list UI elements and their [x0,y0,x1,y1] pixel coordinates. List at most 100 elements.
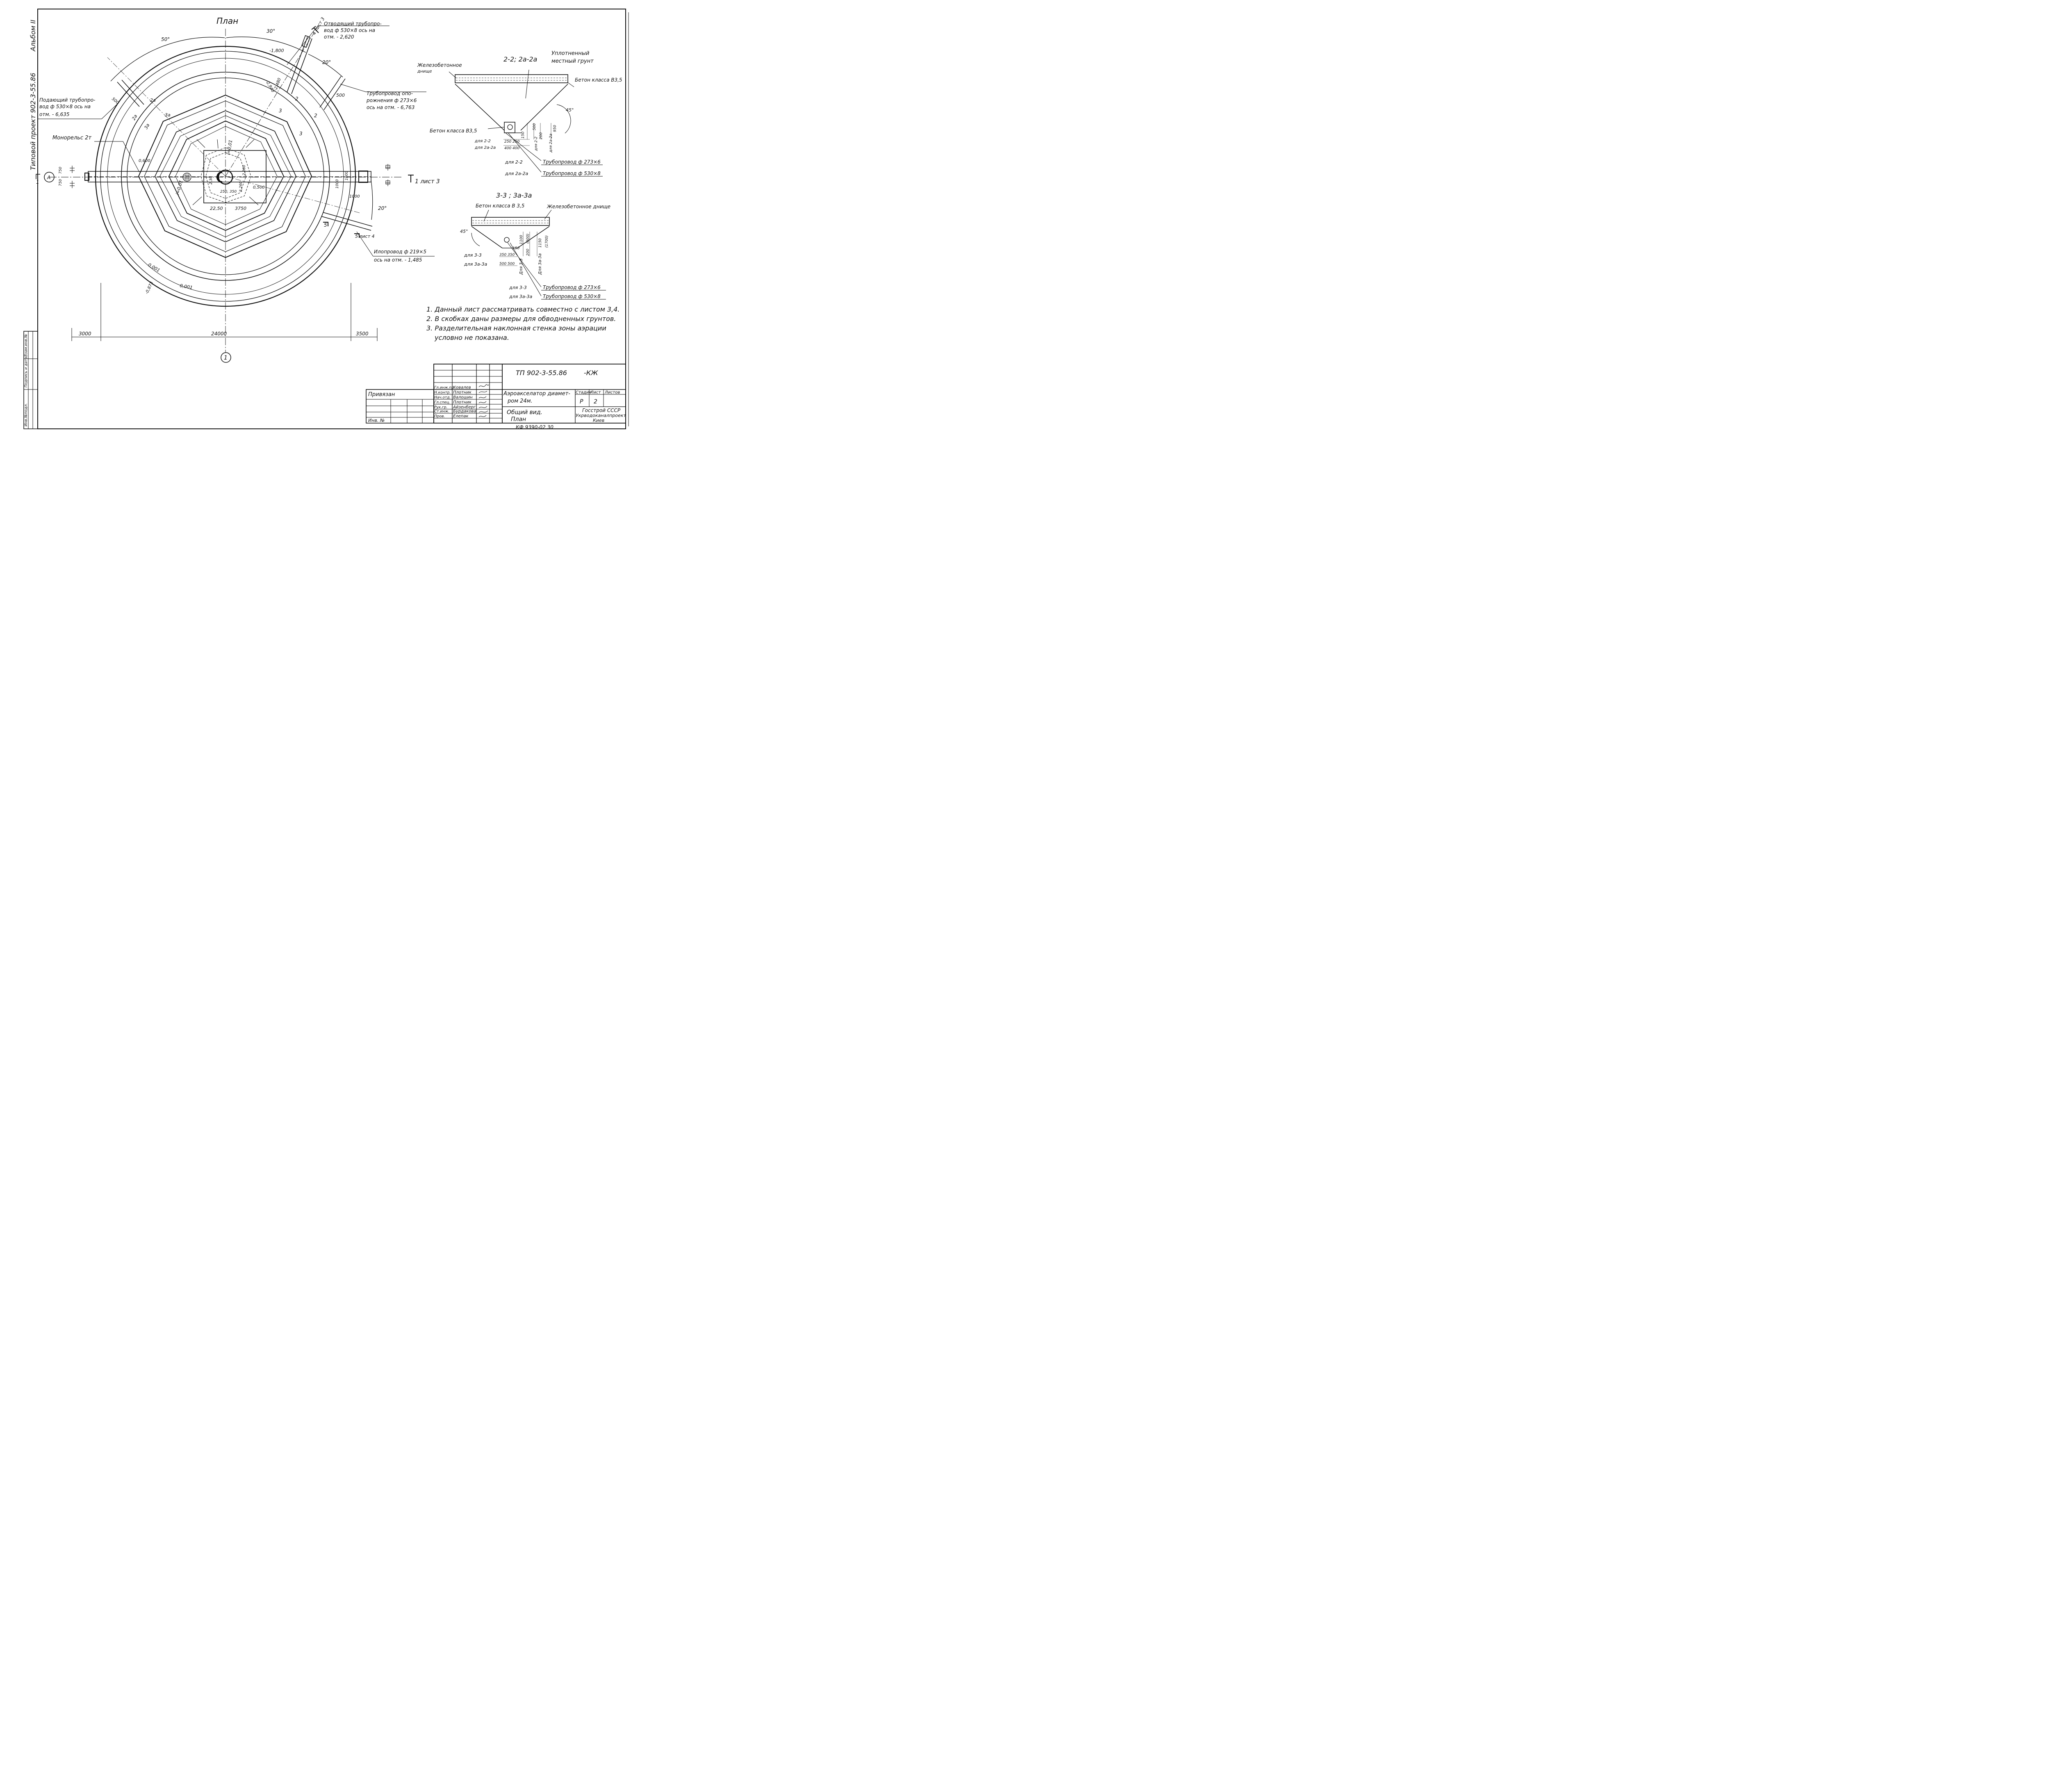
tb-name-3: Плотник [453,400,472,405]
tb-suffix: -КЖ [584,369,598,377]
section-2-dim-left-2a: для 2а-2а [549,134,553,153]
sect-2a-b: 2а [131,114,138,121]
section-3-title: 3-3 ; 3а-3а [496,191,532,199]
dim-1000: 1000 [349,194,360,199]
tb-role-4: Рук.гр. [434,405,447,410]
sect-2: 2 [295,96,298,102]
dim-2260: 2,260 [239,181,243,192]
sludge-pipe [321,212,373,231]
section-3-view [471,209,606,300]
note-1: 1. Данный лист рассматривать совместно с… [426,305,620,313]
section-3-concrete: Бетон класса В 3,5 [476,203,524,209]
sect-3-b: 3 [299,131,303,137]
section-2-for-22: для 2-2 [474,139,491,143]
dim-2250-b: 22,50 [210,206,223,211]
tb-col-stage: Стадия [576,390,591,395]
section-2-for-2a: для 2а-2а [474,146,496,150]
section-2-slab-1: Железобетонное [417,62,462,68]
slope-rim-1: 0,001 [147,262,161,273]
dim-3750-b: 3750 [235,206,246,211]
pipe-drain-line-3: ось на отм. - 6,763 [367,105,415,110]
tb-org-2: Укрводоканалпроект [576,413,626,418]
title-block [366,364,626,424]
plan-view [36,25,435,363]
pipe-in-line-1: Подающий трубопро- [39,97,95,103]
sect-3a: 3а [165,112,171,118]
section-3-slab: Железобетонное днище [547,204,610,209]
section-3-pipe-33: Трубопровод ф 273×6 [543,285,601,290]
section-2-concrete-right: Бетон класса В3,5 [575,77,622,83]
dim-250-350: 250, 350 [220,190,237,194]
section-3-dims-33: 350 350 [499,253,515,257]
section-2-angle: 45° [566,107,574,113]
inlet-pipe [117,80,144,107]
elev-2940: -2,940 [264,80,275,93]
slope-1: i=0,01 [226,139,233,155]
section-3-dim-150: 150 [512,246,519,250]
section-2-dim-150: 150 [521,132,525,139]
section-2-view [449,69,603,177]
margin-sign-date: Подпись и дата [24,357,28,387]
tb-col-sheet: Лист [590,390,601,395]
pipe-out-line-2: вод ф 530×8 ось на [324,27,375,33]
album-label: Альбом II [29,20,37,52]
dim-1000-b: 1000 [345,171,349,180]
margin-vzam-inv: Взам.инв.№ [24,334,28,357]
dim-0500: 0,500 [253,185,265,190]
pipe-sludge-line-1: Илопровод ф 219×5 [374,249,426,255]
tb-privyazan: Привязан [368,392,395,398]
tb-role-2: Нач.отд. [434,396,451,400]
section-2-pipe-2a: Трубопровод ф 530×8 [543,171,601,176]
tb-org-1: Госстрой СССР [582,408,621,413]
drawing-sheet: Инв.№подл. Подпись и дата Взам.инв.№ Аль… [0,0,643,437]
section-2-dim-200: 200 [539,132,543,139]
dim-500-left: 500 [111,97,120,105]
section-3-pipe-for-3a: для 3а-3а [509,294,532,299]
sect-3: 3 [279,108,282,114]
section-2-soil-2: местный грунт [551,58,594,64]
tb-bottom-code: КФ 9390-02 30 [516,424,554,430]
dim-3500: 3500 [356,331,369,337]
axis-a-marker [44,172,55,182]
margin-inv-podl: Инв.№подл. [24,403,28,426]
section-2-dim-500: 500 [533,123,537,130]
dim-750-b: 750 [59,179,63,186]
pipe-in-line-2: вод ф 530×8 ось на [39,104,91,109]
tb-name-1: Плотник [453,390,472,395]
dim-1000-a: 1000 [335,179,339,189]
angle-50: 50° [161,36,170,42]
section-3-dims-3a: 500 500 [499,262,515,266]
sect-5-top: 5 [324,222,327,228]
monorail-label: Монорельс 2т [52,135,91,141]
angle-20-right: 20° [378,205,387,211]
dim-500-right: 500 [336,93,345,98]
pipe-out-line-3: отм. - 2,620 [324,34,354,40]
tb-org-3: Киев [593,418,604,423]
drawing-canvas: Инв.№подл. Подпись и дата Взам.инв.№ Аль… [23,9,629,430]
section-2-pipe-22: Трубопровод ф 273×6 [543,159,601,165]
sect-2a: 2а [150,98,156,103]
section-3-pipe-for-33: для 3-3 [509,285,527,290]
angle-20-top: 20° [322,59,331,65]
note-4: условно не показана. [434,334,509,342]
axis-a-label: А [47,175,50,180]
slope-rim-2: 0,001 [179,283,193,290]
note-2: 2. В скобках даны размеры для обводненны… [426,315,616,323]
tb-name-0: Ковалев [453,385,471,390]
section-2-dim-950: 950 [553,125,557,132]
section-3-for-3a: для 3а-3а [464,262,487,267]
section-2-concrete-left: Бетон класса В3,5 [430,128,477,134]
elev-top: -1,800 [269,48,284,53]
angle-30: 30° [266,28,275,34]
tb-role-5: Ст.инж. [434,410,449,414]
tb-stage-val: Р [580,398,583,405]
section-2-dim-left-22: для 2-2 [534,137,538,151]
sect-3a-b: 3а [143,123,150,130]
tb-inv-no: Инв. № [368,418,385,423]
section-3-dim-left-3a: Для 3а-3а [538,253,542,275]
section-2-slab-2: днище [417,69,432,74]
tb-role-3: Гл.спец. [434,401,450,405]
section-3-angle: 45° [460,229,468,234]
section-3-dim-600: (600) [526,234,530,244]
tb-col-sheets: Листов [604,390,620,395]
